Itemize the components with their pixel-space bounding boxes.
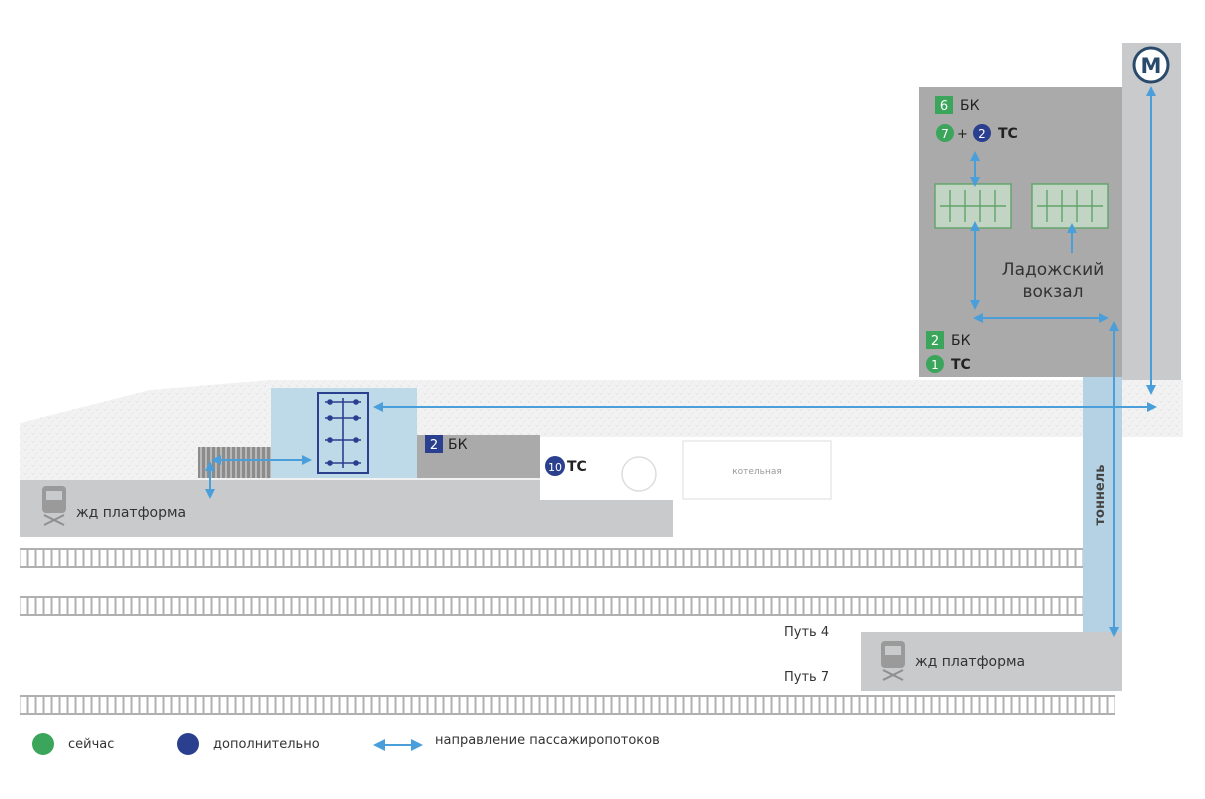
flow-arrows bbox=[205, 86, 1157, 751]
bottom-ts-label: ТС bbox=[951, 357, 971, 373]
ticket-gates-right bbox=[1031, 183, 1109, 229]
platform-left-label: жд платформа bbox=[76, 505, 186, 521]
mid-ts-label: ТС bbox=[567, 459, 587, 475]
station-bottom-bk: 2 БК bbox=[926, 331, 971, 349]
station-name-1: Ладожский bbox=[1002, 260, 1104, 280]
round-structure bbox=[621, 456, 657, 492]
track-4-label: Путь 4 bbox=[784, 625, 829, 640]
mid-ts-count: 10 bbox=[548, 461, 562, 474]
ticket-gates-left bbox=[934, 183, 1012, 229]
legend-extra-label: дополнительно bbox=[213, 736, 320, 752]
station-bottom-ts: 1 ТС bbox=[926, 355, 971, 373]
gravel-area bbox=[20, 380, 1183, 480]
boiler-label: котельная bbox=[732, 467, 782, 477]
tunnel bbox=[1083, 377, 1122, 632]
legend-extra: дополнительно bbox=[177, 733, 320, 755]
top-bk-count: 6 bbox=[940, 99, 948, 114]
station-top-ts: 7 + 2 ТС bbox=[936, 124, 1018, 142]
mid-ts: 10 ТС bbox=[545, 456, 587, 476]
station-top-bk: 6 БК bbox=[935, 96, 980, 114]
top-ts-green: 7 bbox=[941, 127, 949, 141]
top-ts-plus: + bbox=[957, 127, 968, 142]
legend-green-dot bbox=[32, 733, 54, 755]
legend-flow-label: направление пассажиропотоков bbox=[435, 733, 660, 748]
top-bk-label: БК bbox=[960, 98, 980, 114]
metro-letter: М bbox=[1141, 54, 1162, 78]
platform-left bbox=[20, 480, 673, 537]
top-ts-label: ТС bbox=[998, 126, 1018, 142]
platform-right-label: жд платформа bbox=[915, 654, 1025, 670]
stairs bbox=[198, 447, 271, 478]
mid-bk-count: 2 bbox=[430, 438, 438, 453]
bottom-ts-count: 1 bbox=[931, 358, 939, 372]
top-ts-blue: 2 bbox=[978, 127, 986, 141]
station-name-2: вокзал bbox=[1022, 282, 1083, 302]
bottom-bk-label: БК bbox=[951, 333, 971, 349]
legend-blue-dot bbox=[177, 733, 199, 755]
bottom-bk-count: 2 bbox=[931, 334, 939, 349]
railway-tracks bbox=[20, 548, 1115, 715]
turnstile-icon bbox=[325, 398, 361, 468]
mid-bk: 2 БК bbox=[425, 435, 468, 453]
metro-logo: М bbox=[1132, 46, 1170, 84]
legend-now: сейчас bbox=[32, 733, 114, 755]
legend-flow: направление пассажиропотоков bbox=[435, 733, 660, 748]
train-icon bbox=[881, 641, 905, 681]
mid-bk-label: БК bbox=[448, 437, 468, 453]
turnstile-frame bbox=[317, 392, 369, 474]
tunnel-label: тоннель bbox=[1093, 465, 1108, 526]
track-7-label: Путь 7 bbox=[784, 670, 829, 685]
legend-now-label: сейчас bbox=[68, 736, 115, 752]
train-icon bbox=[42, 486, 66, 526]
boiler-house bbox=[682, 440, 832, 500]
